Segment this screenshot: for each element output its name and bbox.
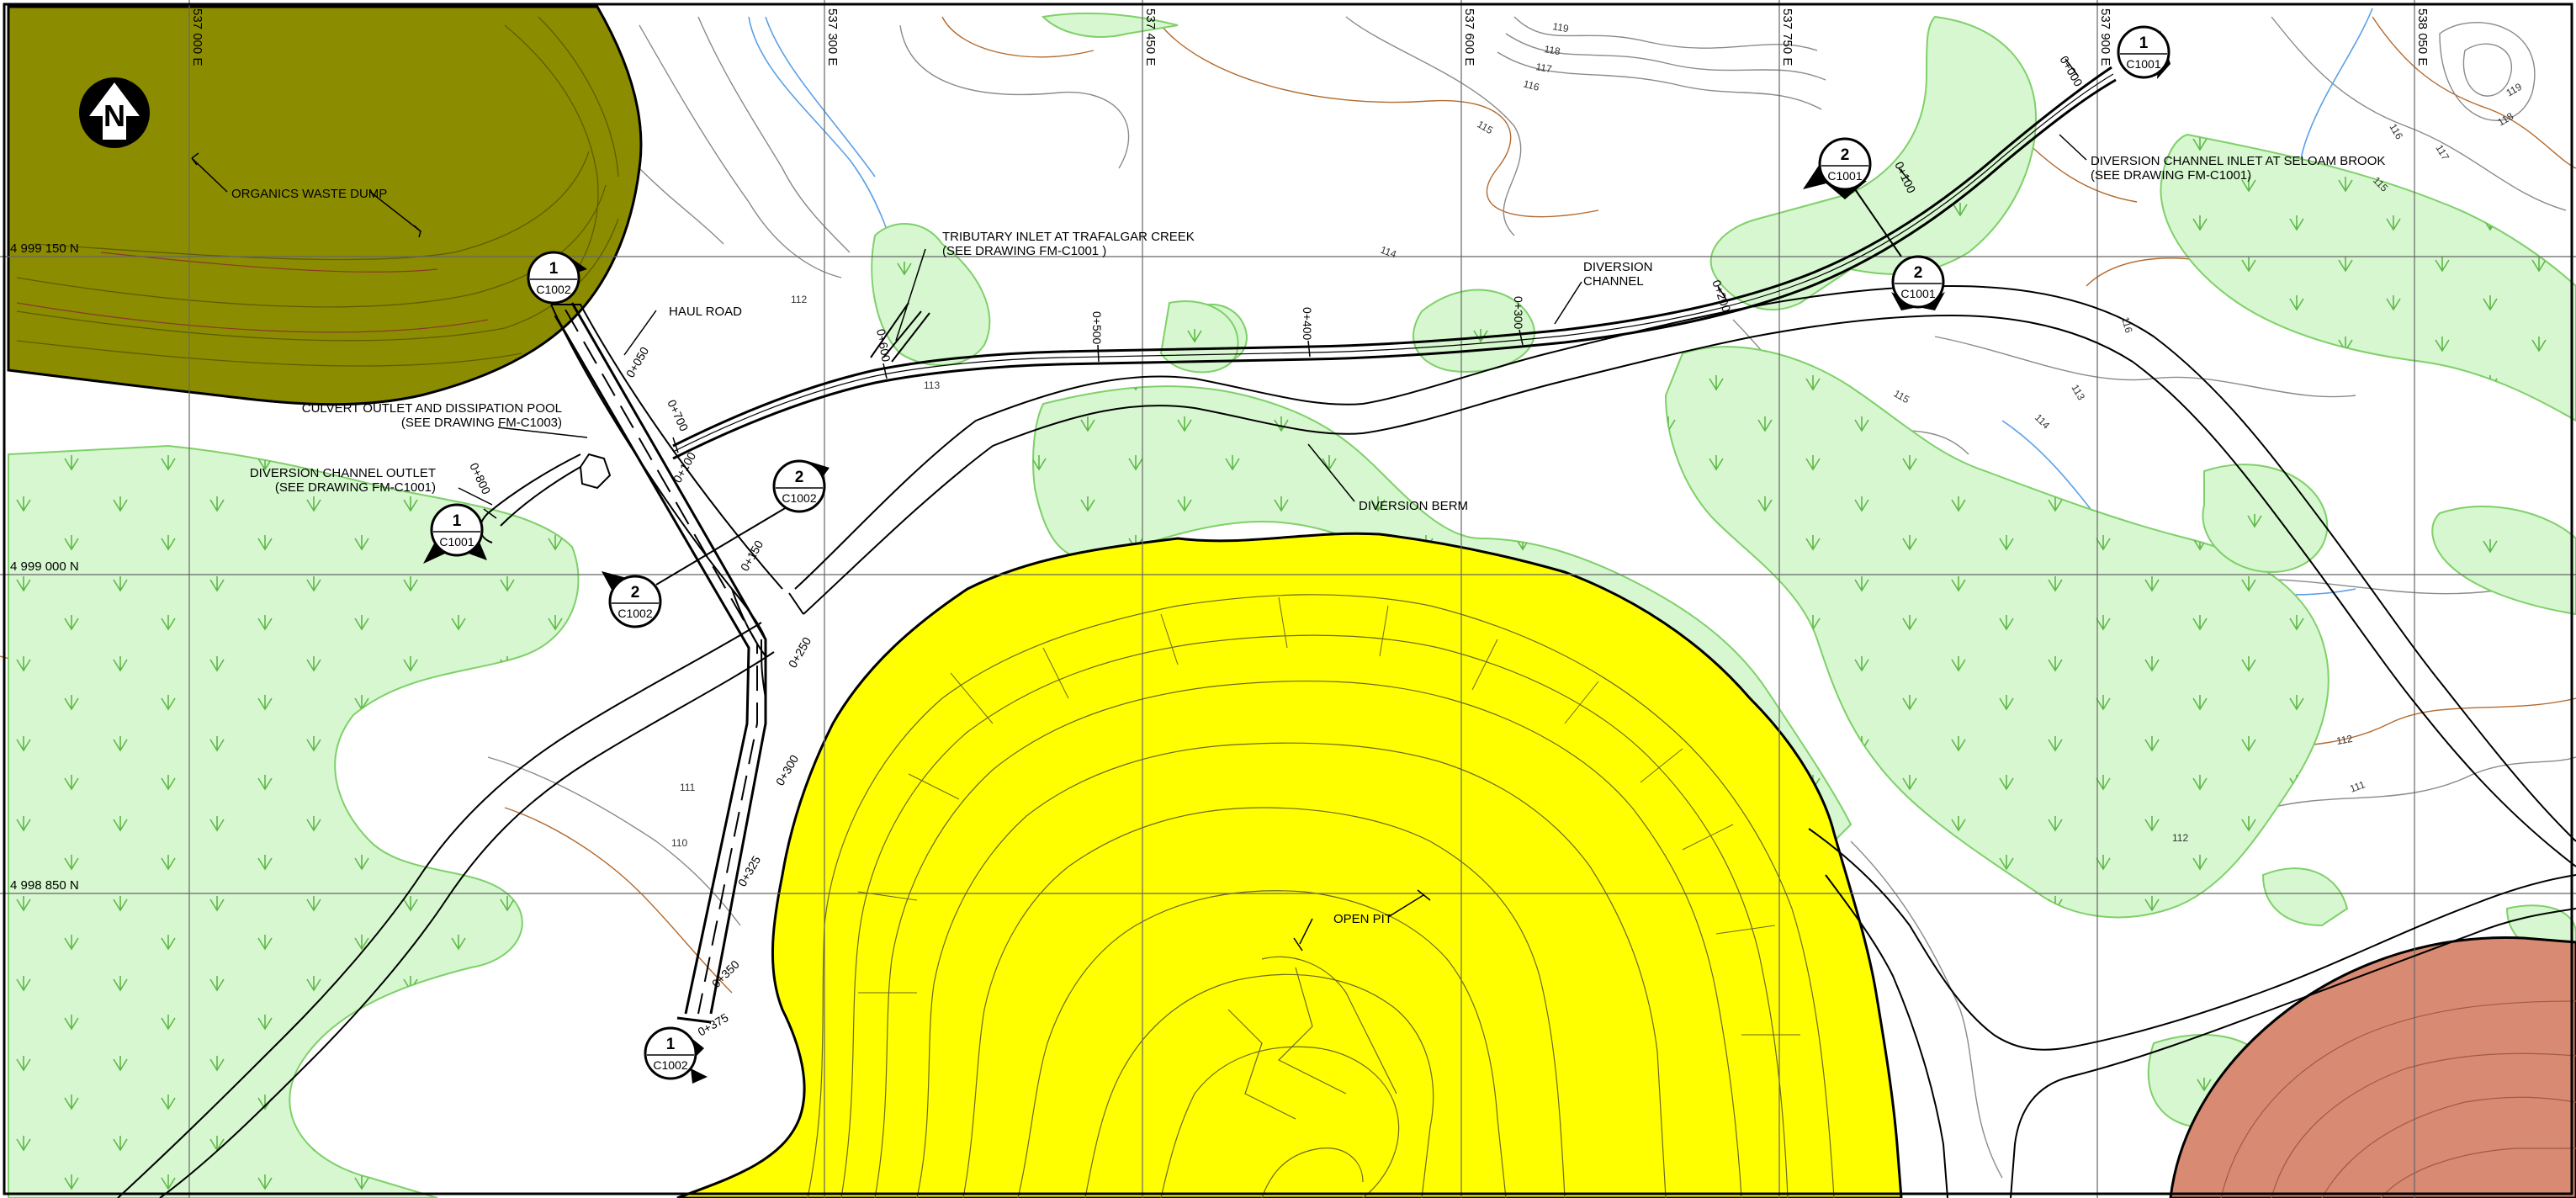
label-tributary-inlet-ref: (SEE DRAWING FM-C1001 ) xyxy=(942,244,1106,258)
chainage-label: 0+500 xyxy=(1090,311,1104,345)
label-tributary-inlet: TRIBUTARY INLET AT TRAFALGAR CREEK xyxy=(942,230,1195,244)
label-open-pit: OPEN PIT xyxy=(1333,912,1392,926)
northing-label: 4 998 850 N xyxy=(10,878,79,893)
contour-label: 116 xyxy=(2119,315,2135,334)
chainage-label: 0+400 xyxy=(1301,307,1314,341)
label-culvert-outlet-ref: (SEE DRAWING FM-C1003) xyxy=(401,416,562,430)
label-haul-road: HAUL ROAD xyxy=(669,305,742,319)
contour-label: 114 xyxy=(1379,244,1398,261)
north-label: N xyxy=(103,98,125,133)
section-ref-bubble[interactable]: 2 C1002 xyxy=(772,459,830,513)
svg-text:1: 1 xyxy=(2139,34,2149,52)
label-diversion-channel-2: CHANNEL xyxy=(1583,274,1644,289)
svg-text:C1001: C1001 xyxy=(1900,287,1935,300)
svg-text:2: 2 xyxy=(1841,146,1850,164)
organics-waste-dump xyxy=(7,5,643,406)
culvert xyxy=(554,302,767,1024)
grid-labels: 537 000 E 537 300 E 537 450 E 537 600 E … xyxy=(10,8,2430,893)
easting-label: 537 000 E xyxy=(190,8,204,66)
svg-text:2: 2 xyxy=(631,584,640,602)
leader-lines xyxy=(191,134,2087,952)
label-diversion-channel: DIVERSION xyxy=(1583,260,1653,274)
contour-label: 116 xyxy=(1522,77,1540,93)
svg-text:C1002: C1002 xyxy=(536,283,570,296)
contour-label: 119 xyxy=(1551,20,1570,34)
svg-text:1: 1 xyxy=(549,260,559,278)
section-ref-bubble[interactable]: 1 C1002 xyxy=(644,1026,708,1084)
svg-text:C1002: C1002 xyxy=(653,1058,687,1072)
label-channel-outlet-ref: (SEE DRAWING FM-C1001) xyxy=(275,480,436,495)
section-ref-bubble[interactable]: 2 C1002 xyxy=(602,571,662,628)
contour-label: 112 xyxy=(791,294,807,305)
chainage-label: 0+600 xyxy=(874,328,893,363)
diversion-channel xyxy=(480,66,2117,543)
contour-label: 112 xyxy=(2172,832,2188,844)
label-channel-inlet: DIVERSION CHANNEL INLET AT SELOAM BROOK xyxy=(2091,154,2385,168)
contour-label: 117 xyxy=(1534,61,1553,75)
contour-label: 118 xyxy=(1543,43,1561,57)
easting-label: 538 050 E xyxy=(2415,8,2430,66)
label-channel-inlet-ref: (SEE DRAWING FM-C1001) xyxy=(2091,168,2251,183)
label-diversion-berm: DIVERSION BERM xyxy=(1359,499,1468,513)
contour-labels: 119 118 117 116 115 114 113 112 111 110 … xyxy=(671,20,2524,849)
svg-text:C1001: C1001 xyxy=(2126,57,2160,71)
map-labels: ORGANICS WASTE DUMP HAUL ROAD TRIBUTARY … xyxy=(231,154,2385,926)
svg-text:2: 2 xyxy=(1914,264,1923,282)
section-ref-bubble[interactable]: 1 C1001 xyxy=(2117,25,2171,79)
northing-label: 4 999 000 N xyxy=(10,559,79,574)
svg-text:2: 2 xyxy=(795,469,804,486)
section-ref-bubble[interactable]: 1 C1001 xyxy=(423,503,487,564)
roads xyxy=(117,284,2576,1198)
svg-text:C1001: C1001 xyxy=(439,535,474,549)
northing-label: 4 999 150 N xyxy=(10,241,79,256)
chainage-label: 0+300 xyxy=(1512,296,1525,330)
svg-text:C1001: C1001 xyxy=(1827,169,1862,183)
contour-label: 111 xyxy=(680,782,696,793)
label-organics-waste-dump: ORGANICS WASTE DUMP xyxy=(231,187,387,201)
label-culvert-outlet: CULVERT OUTLET AND DISSIPATION POOL xyxy=(302,401,562,416)
svg-text:C1002: C1002 xyxy=(782,491,816,505)
easting-label: 537 900 E xyxy=(2098,8,2112,66)
contour-label: 113 xyxy=(924,379,940,391)
label-channel-outlet: DIVERSION CHANNEL OUTLET xyxy=(250,466,436,480)
svg-text:1: 1 xyxy=(666,1036,676,1053)
svg-text:1: 1 xyxy=(453,512,462,530)
map-frame xyxy=(3,3,2573,1195)
easting-label: 537 750 E xyxy=(1780,8,1794,66)
easting-label: 537 300 E xyxy=(825,8,840,66)
north-arrow-icon: N xyxy=(79,77,150,148)
contour-label: 110 xyxy=(671,837,687,849)
section-refs: 1 C1001 2 C1001 2 C1001 1 C1002 xyxy=(423,25,2171,1084)
contour-label: 112 xyxy=(2335,733,2354,747)
section-ref-bubble[interactable]: 1 C1002 xyxy=(527,251,587,305)
easting-label: 537 600 E xyxy=(1462,8,1476,66)
rock-dump xyxy=(2169,936,2576,1198)
section-ref-bubble[interactable]: 2 C1001 xyxy=(1891,255,1945,310)
svg-text:C1002: C1002 xyxy=(617,607,652,620)
section-ref-bubble[interactable]: 2 C1001 xyxy=(1803,137,1872,199)
contour-label: 111 xyxy=(2348,778,2367,795)
open-pit xyxy=(676,532,1903,1198)
easting-label: 537 450 E xyxy=(1143,8,1158,66)
